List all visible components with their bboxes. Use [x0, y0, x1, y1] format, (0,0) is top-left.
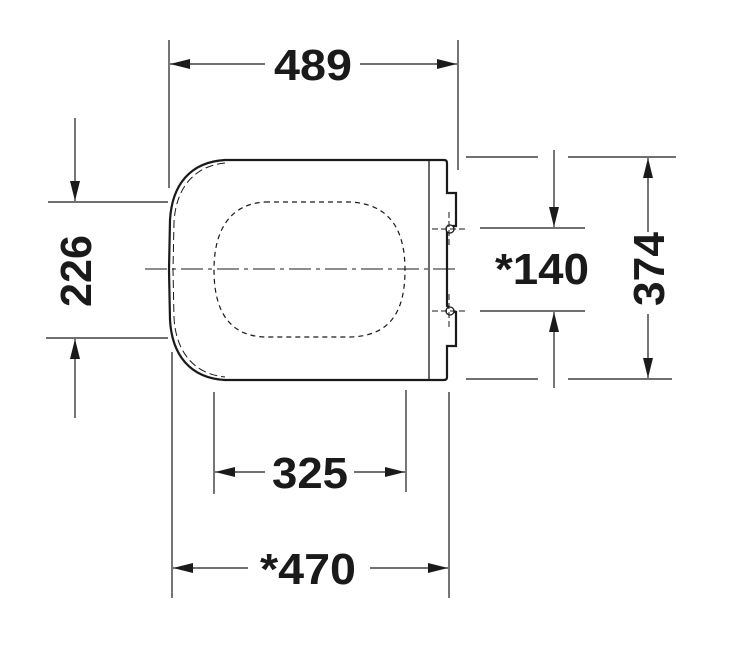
dim-label-140: *140	[495, 245, 589, 294]
dim-label-325: 325	[272, 449, 348, 498]
dim-label-374: 374	[625, 231, 674, 306]
seat-outline	[167, 158, 458, 382]
dim-label-226: 226	[52, 235, 101, 307]
dimension-arrows	[70, 59, 653, 573]
dim-label-489: 489	[274, 41, 352, 90]
inner-opening-outline	[213, 201, 406, 338]
hinge-axes	[432, 212, 466, 328]
extension-lines	[46, 40, 676, 598]
dim-label-470: *470	[260, 545, 356, 594]
